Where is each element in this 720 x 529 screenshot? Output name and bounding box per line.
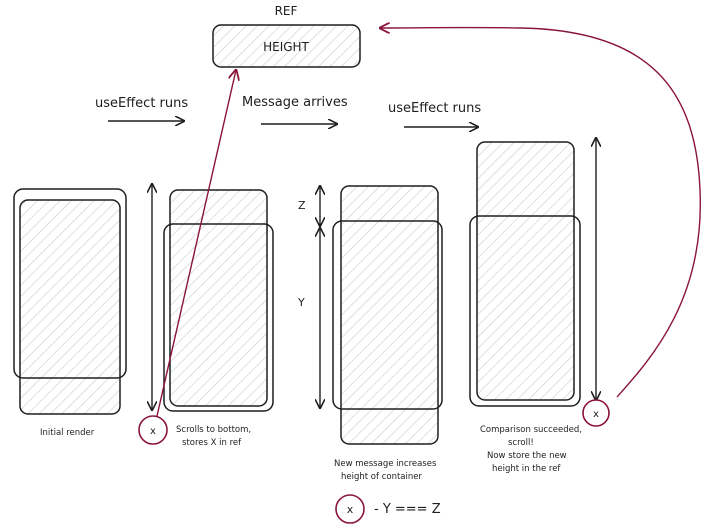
content-box-2 bbox=[169, 189, 268, 407]
legend-x-label: x bbox=[347, 503, 354, 516]
caption-comp-2: scroll! bbox=[508, 438, 534, 448]
viewport-box-3 bbox=[332, 220, 443, 410]
z-label: Z bbox=[298, 199, 306, 212]
x-marker-2 bbox=[582, 399, 610, 427]
caption-comp-3: Now store the new bbox=[487, 451, 567, 461]
x-marker-2-label: x bbox=[593, 409, 599, 420]
caption-comp-1: Comparison succeeded, bbox=[480, 425, 582, 435]
caption-initial: Initial render bbox=[40, 428, 95, 438]
caption-scrolls-1: Scrolls to bottom, bbox=[176, 425, 251, 435]
viewport-box-1 bbox=[13, 188, 127, 379]
y-label: Y bbox=[297, 296, 305, 309]
viewport-box-4 bbox=[469, 215, 581, 407]
caption-comp-4: height in the ref bbox=[492, 464, 561, 474]
content-box-4 bbox=[476, 141, 575, 401]
caption-new-msg-2: height of container bbox=[341, 472, 422, 482]
legend-x-marker bbox=[335, 494, 365, 524]
ref-box bbox=[212, 24, 361, 68]
step-label-1: useEffect runs bbox=[95, 96, 188, 111]
ref-box-label: HEIGHT bbox=[263, 40, 309, 54]
x-marker-1 bbox=[138, 415, 168, 445]
ref-title: REF bbox=[275, 4, 298, 18]
store-ref-arrow bbox=[156, 70, 236, 417]
caption-scrolls-2: stores X in ref bbox=[182, 438, 242, 448]
step-label-3: useEffect runs bbox=[388, 101, 481, 116]
update-ref-arrow bbox=[380, 28, 701, 398]
content-box-1 bbox=[19, 199, 121, 415]
legend-formula: - Y === Z bbox=[374, 502, 441, 517]
content-box-3 bbox=[340, 185, 439, 445]
viewport-box-2 bbox=[163, 223, 274, 412]
x-marker-1-label: x bbox=[150, 426, 156, 437]
step-label-2: Message arrives bbox=[242, 95, 348, 110]
caption-new-msg-1: New message increases bbox=[334, 459, 437, 469]
